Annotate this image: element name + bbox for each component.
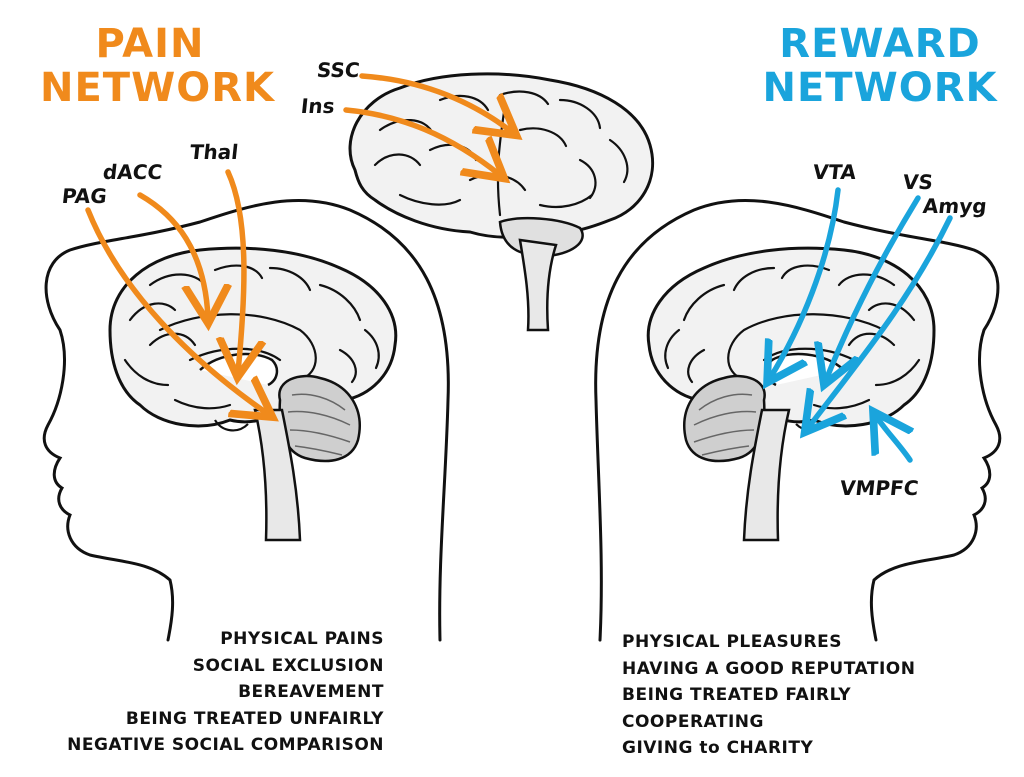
list-item: GIVING to CHARITY — [622, 738, 814, 758]
reward-triggers-list: PHYSICAL PLEASURES HAVING A GOOD REPUTAT… — [622, 629, 915, 762]
label-vmpfc: VMPFC — [838, 476, 920, 500]
list-item: HAVING A GOOD REPUTATION — [622, 658, 916, 679]
left-brain-sagittal — [108, 246, 398, 542]
label-ssc: SSC — [315, 58, 361, 82]
list-item: BEING TREATED FAIRLY — [622, 685, 852, 705]
label-ins: Ins — [299, 94, 336, 118]
right-head-silhouette — [594, 199, 1002, 642]
pain-network-title: PAIN NETWORK — [40, 21, 276, 111]
list-item: NEGATIVE SOCIAL COMPARISON — [67, 735, 384, 755]
reward-title-line1: REWARD — [779, 21, 981, 67]
label-dacc: dACC — [101, 160, 164, 184]
label-vs: VS — [901, 170, 935, 194]
pain-network-arrows — [85, 73, 512, 414]
reward-network-title: REWARD NETWORK — [760, 22, 1000, 110]
center-brain-lateral — [348, 72, 655, 332]
list-item: PHYSICAL PLEASURES — [622, 632, 843, 652]
list-item: SOCIAL EXCLUSION — [192, 655, 384, 676]
label-thal: Thal — [188, 140, 240, 164]
pain-title-line2: NETWORK — [40, 65, 276, 111]
reward-network-arrows — [770, 187, 953, 463]
label-pag: PAG — [60, 184, 108, 208]
list-item: BEING TREATED UNFAIRLY — [125, 708, 384, 729]
reward-title-line2: NETWORK — [762, 65, 998, 111]
list-item: PHYSICAL PAINS — [220, 629, 384, 649]
list-item: BEREAVEMENT — [238, 682, 384, 702]
left-head-silhouette — [42, 199, 450, 642]
label-amyg: Amyg — [921, 194, 988, 218]
pain-title-line1: PAIN — [95, 21, 205, 67]
list-item: COOPERATING — [622, 711, 764, 732]
pain-triggers-list: PHYSICAL PAINS SOCIAL EXCLUSION BEREAVEM… — [67, 626, 384, 759]
label-vta: VTA — [811, 160, 858, 184]
